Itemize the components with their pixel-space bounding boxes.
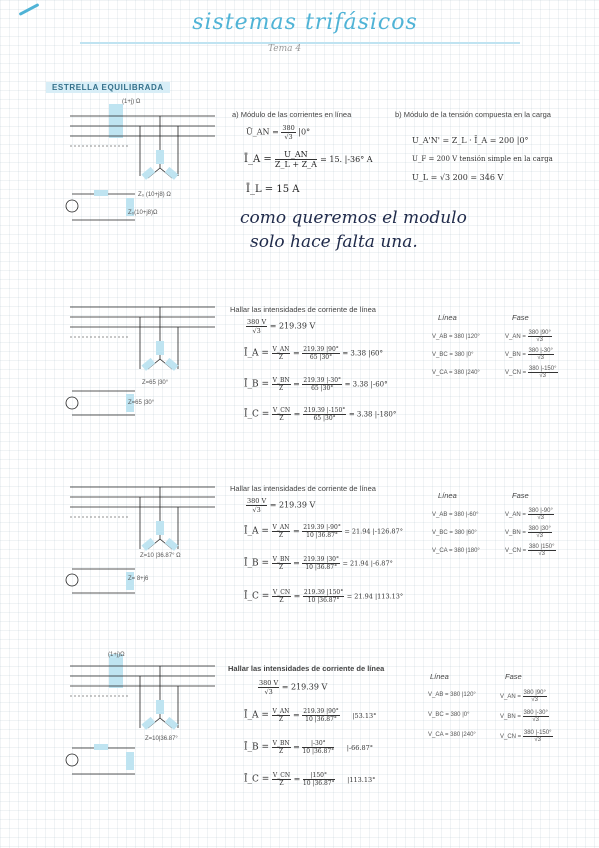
load-impedance-label-3: Z=10 |36.87° Ω (140, 553, 181, 559)
ex3-phase-3: V_CN = 380 |150°√3 (505, 544, 556, 557)
load-impedance-label-4: Z=10|36.87° (145, 736, 178, 742)
load-impedance-label: Z₀ (10+j8) Ω (138, 192, 171, 198)
circuit-diagram-4 (65, 654, 215, 775)
ex2-phase-1: V_AN = 380 |90°√3 (505, 330, 552, 343)
ex4-phase-3: V_CN = 380 |-150°√3 (500, 730, 553, 743)
ex3-line-3: V_CA = 380 |180° (432, 548, 480, 554)
ex3-col-line: Línea (438, 491, 457, 500)
ex4-line-1: V_AB = 380 |120° (428, 692, 476, 698)
ex1-part-a: a) Módulo de las corrientes en línea (232, 110, 352, 119)
circuit-diagram-2 (65, 306, 215, 416)
ex4-heading: Hallar las intensidades de corriente de … (228, 664, 385, 673)
ex4-col-line: Línea (430, 672, 449, 681)
ex1-b-eq-3: U_L = √3 200 = 346 V (412, 173, 504, 182)
handwritten-note-1: como queremos el modulo (240, 208, 467, 228)
ex4-line-2: V_BC = 380 |0° (428, 712, 470, 718)
ex4-eq-0: 380 V√3 = 219.39 V (258, 679, 328, 696)
page-subtitle: Tema 4 (268, 44, 302, 54)
page-title: sistemas trifásicos (192, 10, 418, 35)
ex3-col-phase: Fase (512, 491, 529, 500)
load-impedance-label-2: Z=65 |30° (142, 380, 169, 386)
equivalent-impedance-label-2: Z=65 |30° (128, 400, 155, 406)
line-impedance-label: (1+j) Ω (122, 99, 141, 105)
ex4-phase-2: V_BN = 380 |-30°√3 (500, 710, 549, 723)
ex2-col-line: Línea (438, 313, 457, 322)
ex2-line-1: V_AB = 380 |120° (432, 334, 480, 340)
ex3-phase-1: V_AN = 380 |-90°√3 (505, 508, 554, 521)
ex2-eq-0: 380 V√3 = 219.39 V (246, 318, 316, 335)
ex3-line-2: V_BC = 380 |60° (432, 530, 477, 536)
ex2-phase-3: V_CN = 380 |-150°√3 (505, 366, 558, 379)
ex3-line-1: V_AB = 380 |-60° (432, 512, 479, 518)
title-underline (80, 42, 520, 44)
ex4-line-3: V_CA = 380 |240° (428, 732, 476, 738)
ex3-eq-0: 380 V√3 = 219.39 V (246, 497, 316, 514)
line-impedance-label-4: (1+j)Ω (108, 652, 125, 658)
ex4-col-phase: Fase (505, 672, 522, 681)
ex4-phase-1: V_AN = 380 |90°√3 (500, 690, 547, 703)
ex1-eq-1: Ū_AN = 380√3 |0° (246, 124, 311, 141)
highlighter-mark (18, 3, 40, 16)
equivalent-impedance-label: Z₀(10+j8)Ω (128, 210, 158, 216)
ex1-part-b: b) Módulo de la tensión compuesta en la … (395, 110, 551, 119)
ex3-heading: Hallar las intensidades de corriente de … (230, 484, 376, 493)
ex2-line-2: V_BC = 380 |0° (432, 352, 474, 358)
ex2-phase-2: V_BN = 380 |-30°√3 (505, 348, 554, 361)
circuit-diagram-3 (65, 486, 215, 594)
ex1-b-eq-1: U_A'N' = Z_L · Ī_A = 200 |0° (412, 136, 529, 145)
section-header: ESTRELLA EQUILIBRADA (46, 82, 170, 93)
handwritten-note-2: solo hace falta una. (250, 232, 418, 252)
ex3-phase-2: V_BN = 380 |30°√3 (505, 526, 552, 539)
ex2-col-phase: Fase (512, 313, 529, 322)
ex2-heading: Hallar las intensidades de corriente de … (230, 305, 376, 314)
equivalent-impedance-label-3: Z= 8+j6 (128, 576, 149, 582)
ex2-line-3: V_CA = 380 |240° (432, 370, 480, 376)
ex1-b-eq-2: U_F = 200 V tensión simple en la carga (412, 155, 553, 163)
circuit-diagram-1 (65, 104, 215, 221)
ex1-eq-3: Ī_L = 15 A (246, 184, 300, 195)
